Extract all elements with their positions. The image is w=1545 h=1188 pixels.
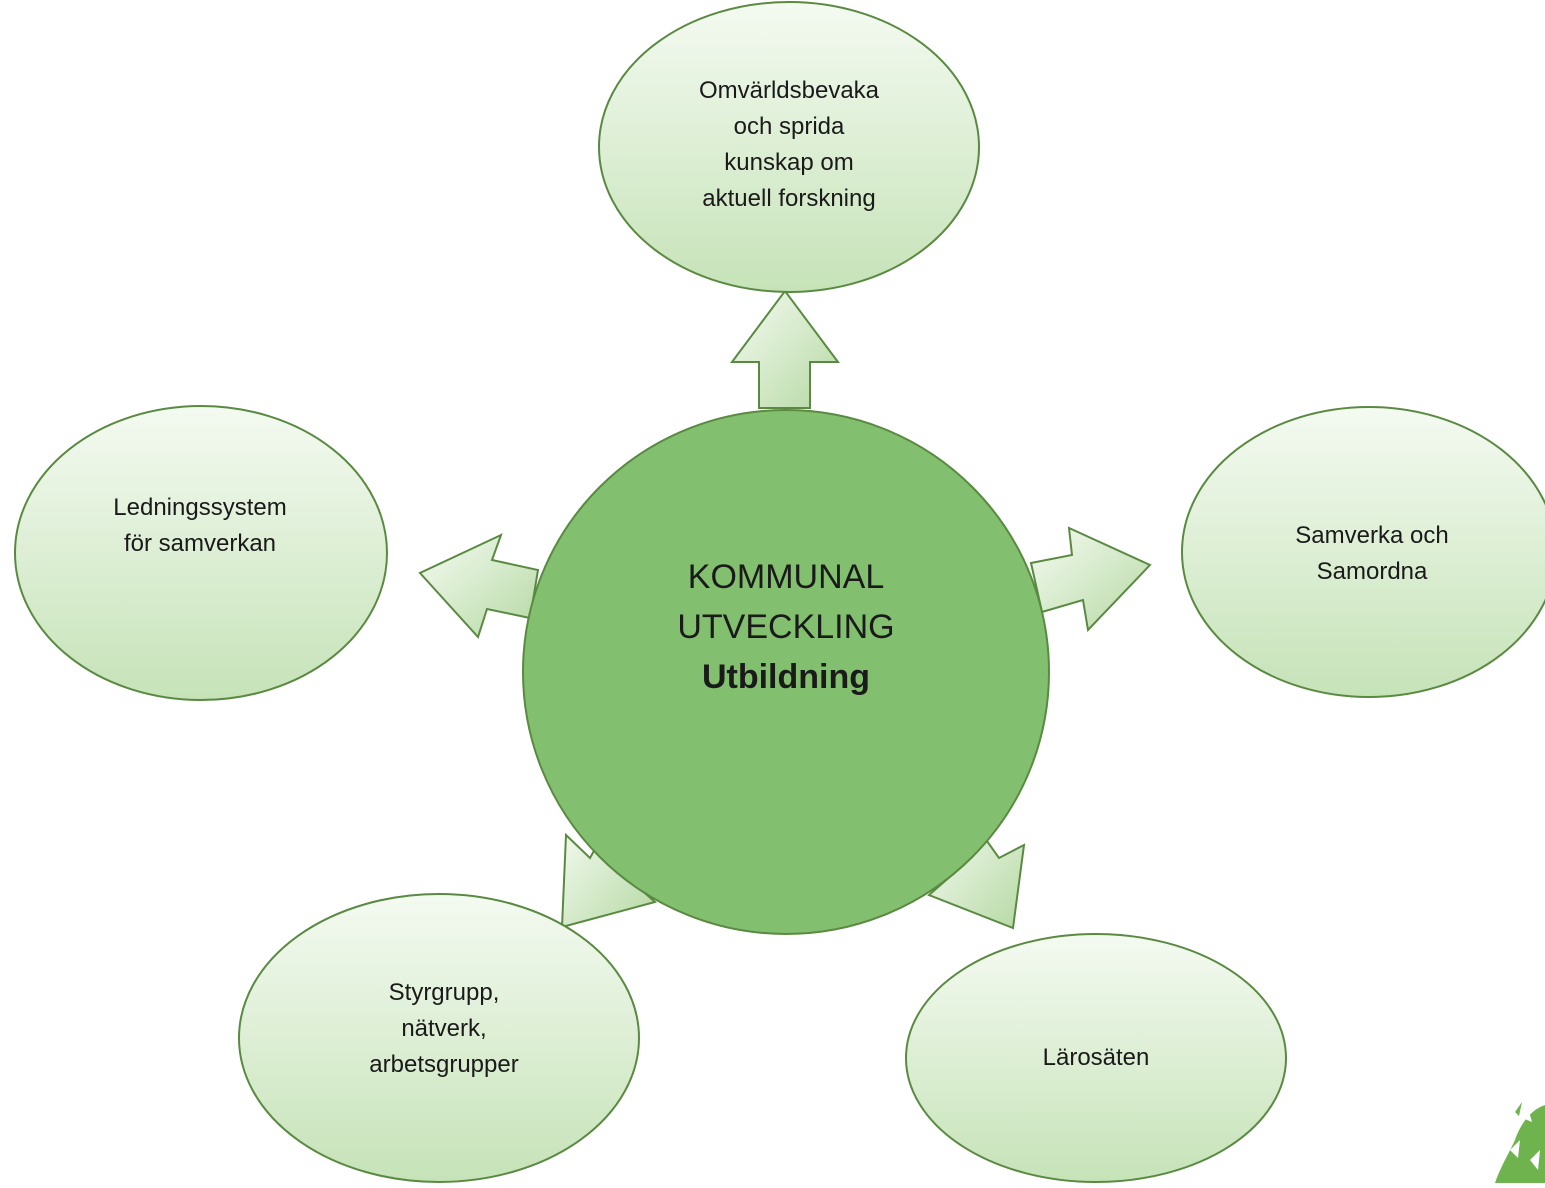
node-top-line: kunskap om bbox=[724, 149, 854, 176]
center-line: UTVECKLING bbox=[677, 608, 895, 646]
node-top-line: aktuell forskning bbox=[702, 185, 876, 212]
logo-fragment bbox=[1495, 1102, 1545, 1183]
node-bottom-left bbox=[238, 893, 640, 1183]
node-bottom-right bbox=[905, 933, 1287, 1183]
node-bottom-left-line: Styrgrupp, bbox=[388, 979, 500, 1006]
node-right bbox=[1181, 406, 1545, 698]
arrow-right bbox=[1029, 526, 1152, 633]
node-bottom-left-line: nätverk, bbox=[401, 1015, 487, 1042]
node-left-text: Ledningssystem för samverkan bbox=[50, 490, 350, 562]
node-center-text: KOMMUNAL UTVECKLING Utbildning bbox=[636, 552, 936, 702]
center-line: KOMMUNAL bbox=[687, 558, 885, 596]
node-bottom-right-text: Lärosäten bbox=[946, 1040, 1246, 1076]
node-top-line: och sprida bbox=[733, 113, 845, 140]
center-bold-line: Utbildning bbox=[701, 658, 871, 696]
node-center bbox=[522, 409, 1050, 935]
node-top-text: Omvärldsbevaka och sprida kunskap om akt… bbox=[629, 72, 949, 218]
node-bottom-left-line: arbetsgrupper bbox=[369, 1051, 519, 1078]
node-top-line: Omvärldsbevaka bbox=[698, 77, 880, 104]
node-right-text: Samverka och Samordna bbox=[1222, 518, 1522, 590]
node-bottom-right-line: Lärosäten bbox=[1042, 1044, 1150, 1071]
node-right-line: Samverka och bbox=[1295, 522, 1449, 549]
node-left-line: Ledningssystem bbox=[113, 494, 287, 521]
arrow-up bbox=[730, 289, 840, 409]
node-bottom-left-text: Styrgrupp, nätverk, arbetsgrupper bbox=[294, 975, 594, 1083]
node-left bbox=[14, 405, 388, 701]
node-left-line: för samverkan bbox=[123, 530, 277, 557]
node-top bbox=[598, 1, 980, 293]
arrow-left bbox=[418, 533, 540, 639]
node-right-line: Samordna bbox=[1316, 558, 1428, 585]
